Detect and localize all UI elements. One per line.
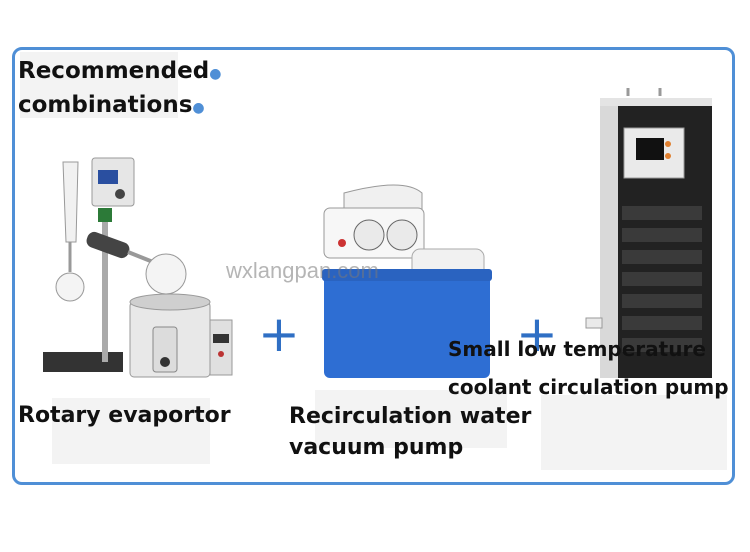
title-background	[20, 52, 178, 118]
vacuum-pump-label-line-2: vacuum pump	[289, 435, 464, 460]
title-line-1: Recommended	[18, 58, 210, 84]
vacuum-pump-image	[322, 184, 492, 378]
coolant-pump-label: Small low temperature coolant circulatio…	[448, 330, 729, 406]
title-dot: ●	[192, 100, 205, 116]
label-background-middle	[315, 390, 507, 448]
title-line-2: combinations	[18, 92, 193, 118]
coolant-pump-image	[585, 88, 712, 378]
coolant-pump-label-line-1: Small low temperature	[448, 337, 706, 361]
rotary-evaporator-label: Rotary evaportor	[18, 403, 231, 428]
label-background-right	[541, 395, 727, 470]
page-title: Recommended● combinations●	[18, 56, 221, 124]
title-dot: ●	[209, 66, 222, 82]
plus-sign-1: +	[258, 305, 300, 363]
rotary-evaporator-image	[43, 157, 233, 378]
plus-sign-2: +	[516, 305, 558, 363]
watermark-text: wxlangpan.com	[226, 258, 379, 283]
vacuum-pump-label: Recirculation water vacuum pump	[289, 401, 531, 463]
coolant-pump-label-line-2: coolant circulation pump	[448, 375, 729, 399]
label-background-left	[52, 398, 210, 464]
combination-frame	[12, 47, 735, 485]
vacuum-pump-label-line-1: Recirculation water	[289, 404, 532, 429]
